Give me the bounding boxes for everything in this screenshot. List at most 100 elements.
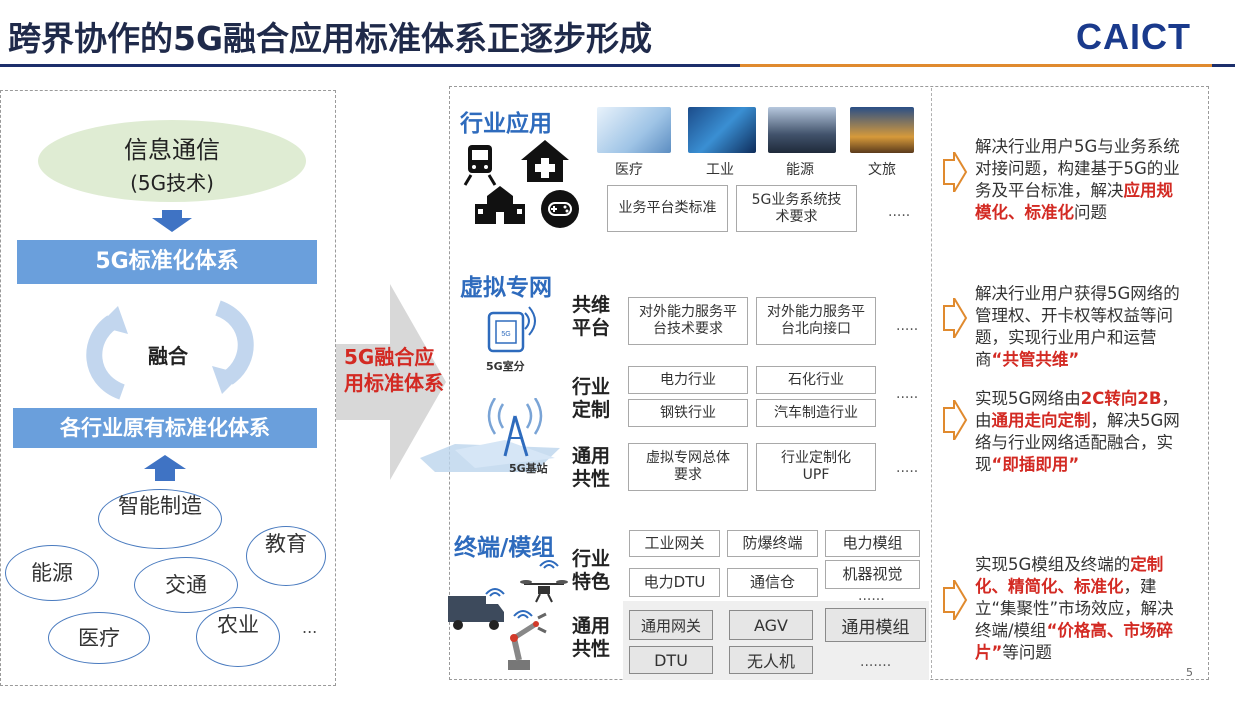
chevron-right-icon <box>943 152 968 192</box>
label-industry-custom: 行业定制 <box>572 376 616 422</box>
box-power-industry: 电力行业 <box>628 366 748 394</box>
note-highlight: 定制化、精简化、标准化 <box>975 555 1164 596</box>
oval-medical: 医疗 <box>48 612 150 664</box>
header-divider-accent <box>740 64 1212 67</box>
box-drone: 无人机 <box>729 646 813 674</box>
label-industry-featured: 行业特色 <box>572 548 616 594</box>
tourism-image <box>850 107 914 153</box>
label-general-common: 通用共性 <box>572 445 616 491</box>
more-dots: ..... <box>896 460 919 476</box>
energy-image <box>768 107 836 153</box>
note-highlight: “共管共维” <box>991 350 1080 369</box>
box-power-module: 电力模组 <box>825 530 920 557</box>
down-arrow-icon <box>152 210 192 232</box>
robot-arm-icon <box>508 612 547 670</box>
chevron-right-icon <box>943 400 968 440</box>
box-dtu: DTU <box>629 646 713 674</box>
arrow-label: 5G融合应用标准体系 <box>344 345 444 395</box>
oval-label: 智能制造 <box>118 494 202 518</box>
note-highlight: 2C转向2B <box>1080 389 1162 408</box>
oval-transport: 交通 <box>134 557 238 613</box>
ict-ellipse: 信息通信 (5G技术) <box>38 120 306 202</box>
note-text: 等问题 <box>1002 643 1052 662</box>
base-station-icon <box>420 398 560 472</box>
note-highlight: 应用规模化、标准化 <box>975 181 1173 222</box>
box-general-module: 通用模组 <box>825 608 926 642</box>
box-custom-upf: 行业定制化UPF <box>756 443 876 491</box>
page-number: 5 <box>1186 666 1193 679</box>
section-title-industry-app: 行业应用 <box>460 111 552 137</box>
label-co-maintenance-platform: 共维平台 <box>572 294 616 340</box>
bar-industry-standard: 各行业原有标准化体系 <box>13 408 317 448</box>
group-label: 行业定制 <box>572 376 611 421</box>
note-text: ，解决5G网络与行业网络适配融合，实现 <box>975 411 1180 474</box>
box-comm-cabin: 通信仓 <box>727 568 818 597</box>
medical-image <box>597 107 671 153</box>
note-text: ，建立“集聚性”市场效应，解决终端/模组 <box>975 577 1174 640</box>
box-explosion-proof-terminal: 防爆终端 <box>727 530 818 557</box>
panel-divider <box>931 88 932 678</box>
caption-energy: 能源 <box>786 162 814 178</box>
box-general-gateway: 通用网关 <box>629 610 713 640</box>
section-title-terminal: 终端/模组 <box>454 535 555 561</box>
note-highlight: 通用走向定制 <box>991 411 1091 430</box>
gamepad-icon <box>541 190 579 228</box>
section-title-vpn: 虚拟专网 <box>460 275 552 301</box>
note-text: 问题 <box>1074 203 1107 222</box>
group-label: 通用共性 <box>572 445 611 490</box>
oval-label: 教育 <box>265 532 307 556</box>
more-dots: ..... <box>888 204 911 220</box>
bar-5g-standard: 5G标准化体系 <box>17 240 317 284</box>
chevron-right-icon <box>943 580 968 620</box>
group-label: 共维平台 <box>572 294 611 339</box>
header-divider <box>0 64 1235 67</box>
box-vpn-overall-req: 虚拟专网总体要求 <box>628 443 748 491</box>
base-station-label: 5G基站 <box>509 462 548 475</box>
label-general-common-terminal: 通用共性 <box>572 615 616 661</box>
left-panel <box>0 90 336 686</box>
fusion-cycle-icon <box>86 300 254 400</box>
group-label: 通用共性 <box>572 615 611 660</box>
note-text: 实现5G模组及终端的 <box>975 555 1131 574</box>
school-icon <box>475 186 525 224</box>
caption-medical: 医疗 <box>615 162 643 178</box>
ovals-more: ... <box>302 618 318 637</box>
train-icon <box>463 145 497 186</box>
indoor-5g-label: 5G室分 <box>486 360 525 373</box>
box-capability-northbound: 对外能力服务平台北向接口 <box>756 297 876 345</box>
box-5g-business-system: 5G业务系统技术要求 <box>736 185 857 232</box>
box-business-platform: 业务平台类标准 <box>607 185 728 232</box>
industry-image <box>688 107 756 153</box>
oval-energy: 能源 <box>5 545 99 601</box>
more-dots: ...... <box>858 588 885 604</box>
ict-ellipse-title: 信息通信 <box>124 136 220 164</box>
group-label: 行业特色 <box>572 548 611 593</box>
box-agv: AGV <box>729 610 813 640</box>
indoor-5g-device-icon: 5G <box>487 306 536 353</box>
oval-smart-manufacturing: 智能制造 <box>98 489 222 549</box>
wifi-signal-icon <box>513 610 533 619</box>
oval-label: 能源 <box>31 561 73 585</box>
note-industry-app: 解决行业用户5G与业务系统对接问题，构建基于5G的业务及平台标准，解决应用规模化… <box>975 136 1187 224</box>
more-dots: ..... <box>896 318 919 334</box>
box-steel-industry: 钢铁行业 <box>628 399 748 427</box>
more-dots: ....... <box>860 654 892 670</box>
caict-logo: CAICT <box>1076 16 1191 57</box>
truck-icon <box>448 596 504 630</box>
oval-label: 交通 <box>165 573 207 597</box>
note-text: 解决行业用户获得5G网络的管理权、开卡权等权益等问题，实现行业用户和运营商 <box>975 284 1180 369</box>
box-industrial-gateway: 工业网关 <box>629 530 720 557</box>
up-arrow-icon <box>144 455 186 481</box>
caption-industry: 工业 <box>706 162 734 178</box>
page-title: 跨界协作的5G融合应用标准体系正逐步形成 <box>8 19 653 58</box>
box-power-dtu: 电力DTU <box>629 568 720 597</box>
note-vpn-co-maintenance: 解决行业用户获得5G网络的管理权、开卡权等权益等问题，实现行业用户和运营商“共管… <box>975 283 1187 371</box>
caption-tourism: 文旅 <box>868 162 896 178</box>
oval-label: 农业 <box>217 613 259 637</box>
more-dots: ..... <box>896 386 919 402</box>
note-vpn-custom: 实现5G网络由2C转向2B，由通用走向定制，解决5G网络与行业网络适配融合，实现… <box>975 388 1190 476</box>
note-highlight: “价格高、市场碎片” <box>975 621 1173 662</box>
chevron-right-icon <box>943 298 968 338</box>
fusion-label: 融合 <box>148 344 188 368</box>
box-petrochem-industry: 石化行业 <box>756 366 876 394</box>
